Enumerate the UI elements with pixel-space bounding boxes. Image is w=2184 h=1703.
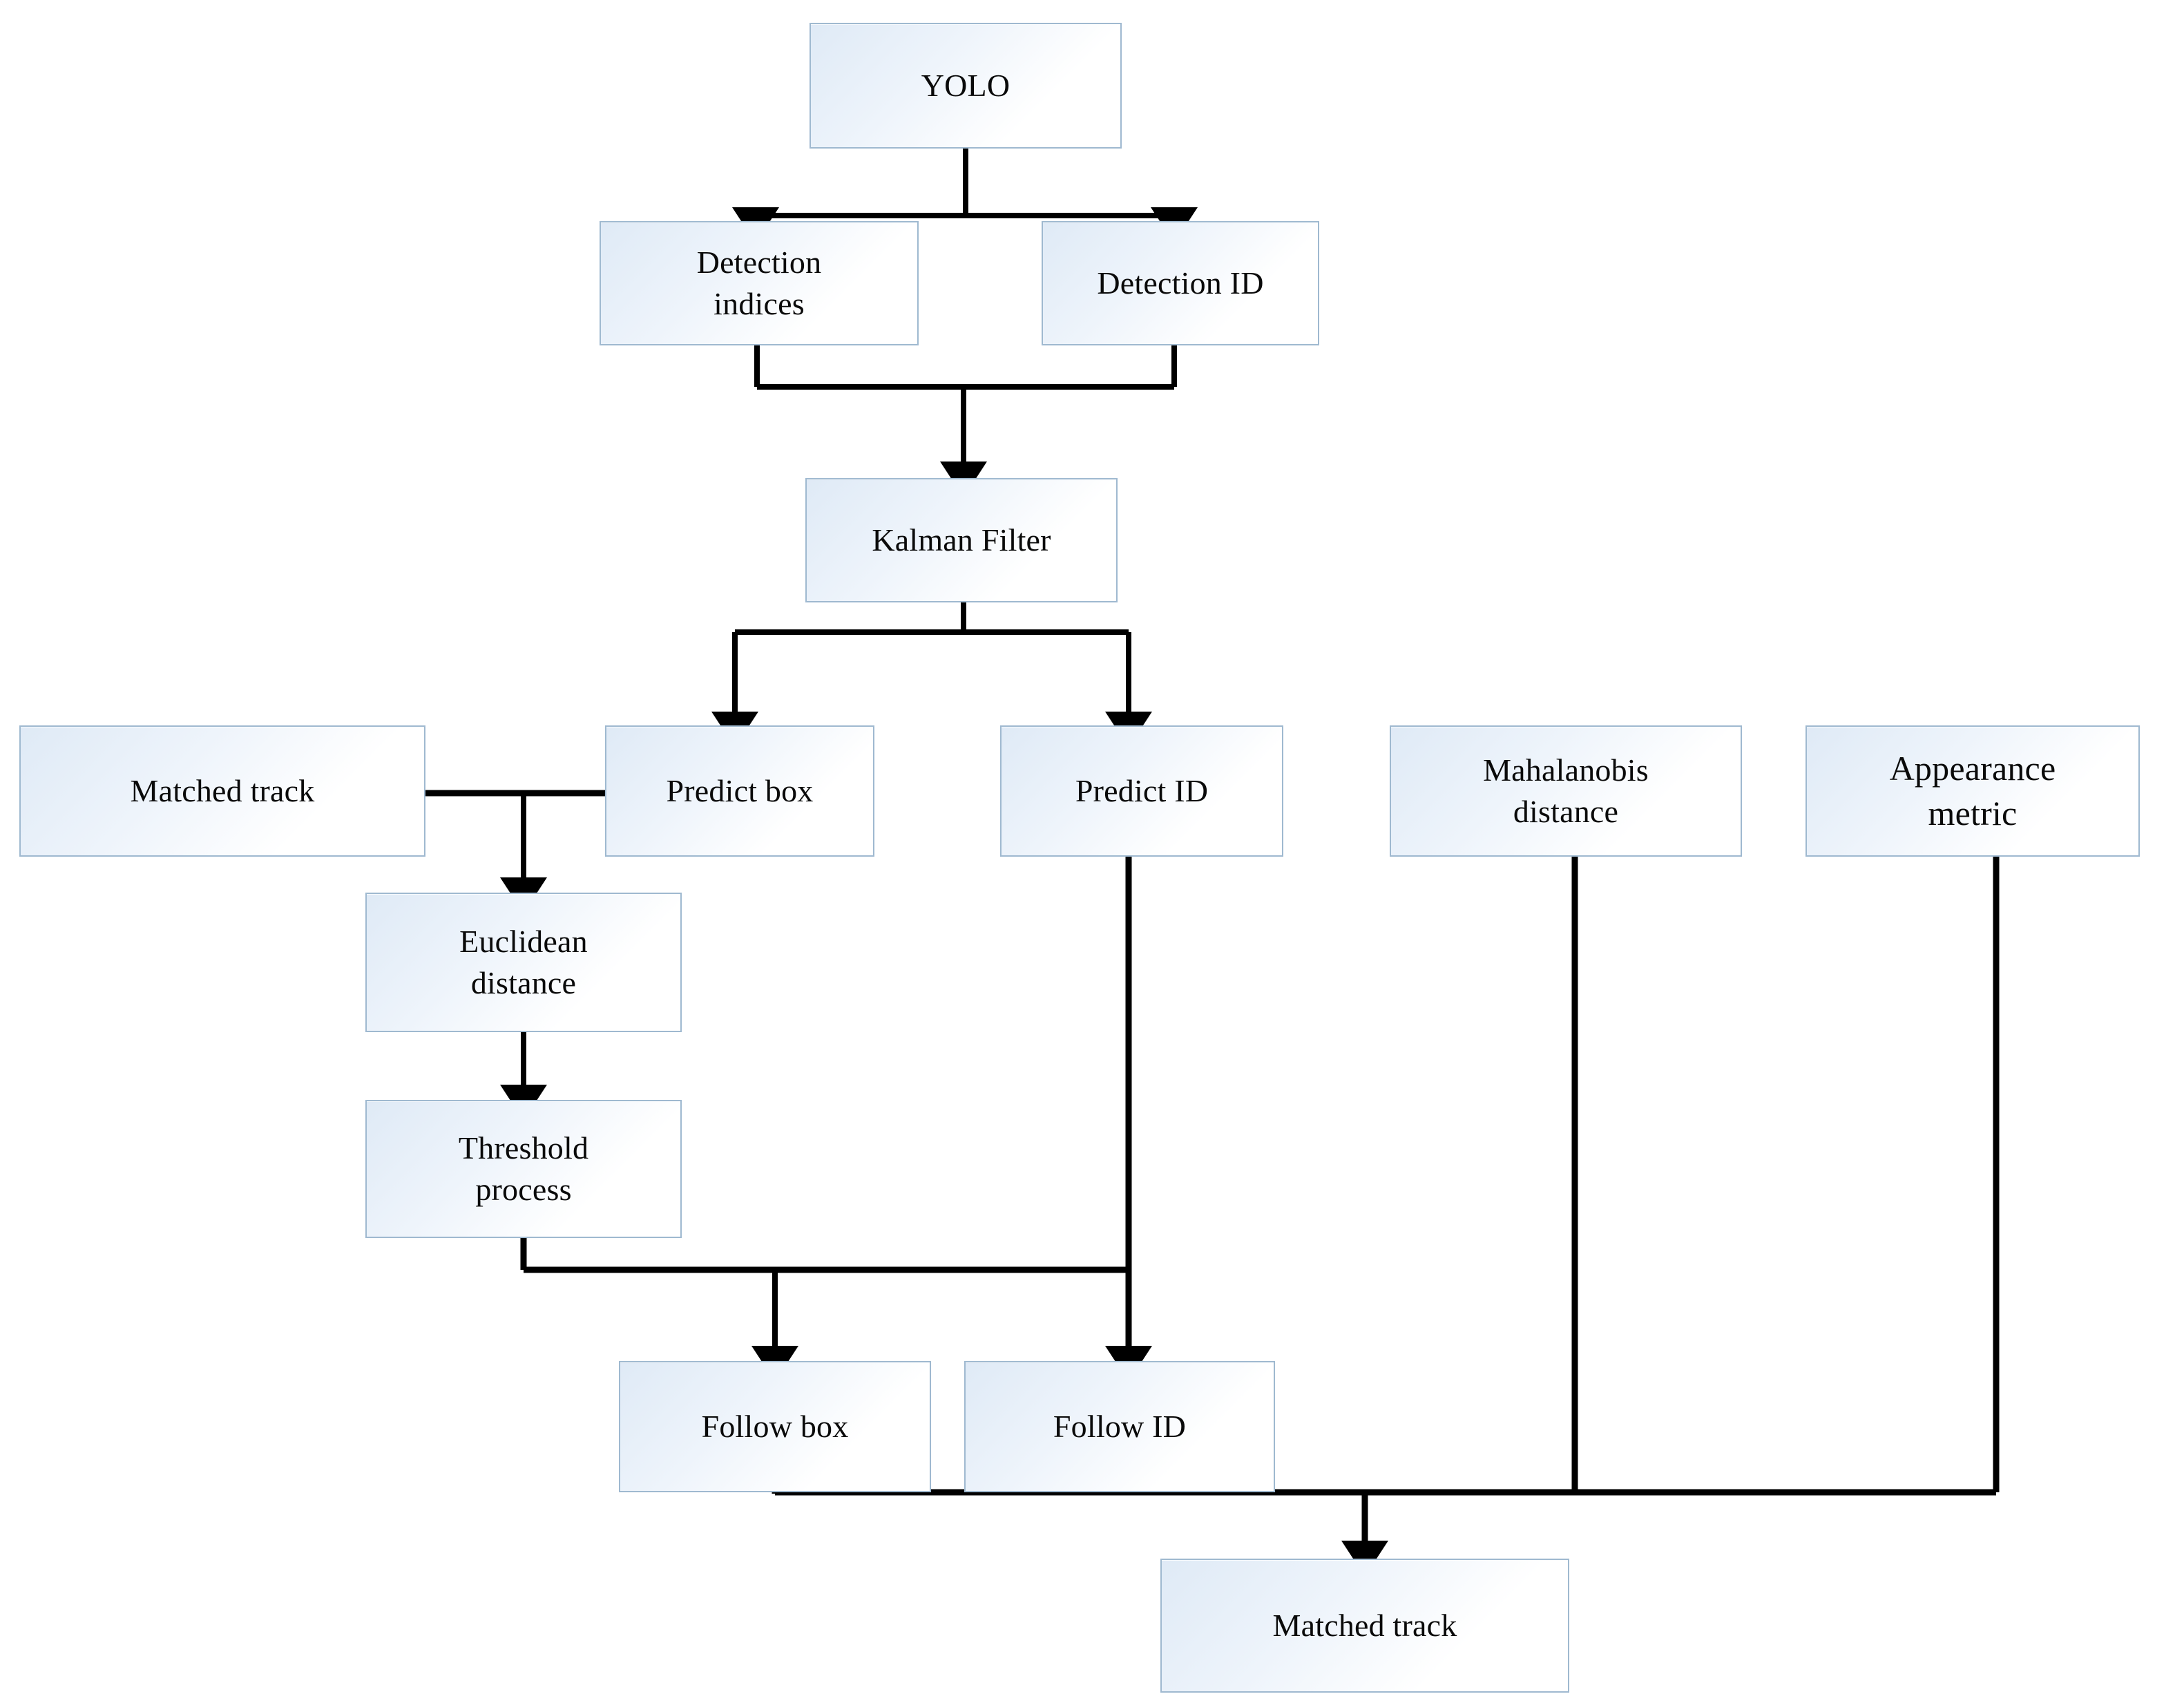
node-detection-indices-label: Detection indices [696, 245, 822, 321]
node-appearance-metric[interactable]: Appearance metric [1805, 725, 2140, 857]
node-detection-id[interactable]: Detection ID [1042, 221, 1319, 345]
node-euclidean-distance-label: Euclidean distance [459, 924, 588, 1000]
node-mahalanobis-distance-label: Mahalanobis distance [1483, 752, 1649, 829]
node-matched-track-output[interactable]: Matched track [1160, 1559, 1569, 1693]
node-kalman-filter-label: Kalman Filter [872, 522, 1051, 558]
node-follow-id[interactable]: Follow ID [964, 1361, 1275, 1492]
node-kalman-filter[interactable]: Kalman Filter [805, 478, 1118, 602]
node-yolo-label: YOLO [921, 68, 1010, 104]
node-euclidean-distance[interactable]: Euclidean distance [365, 893, 682, 1032]
node-predict-box-label: Predict box [666, 773, 814, 809]
node-follow-box[interactable]: Follow box [619, 1361, 931, 1492]
node-yolo[interactable]: YOLO [810, 23, 1122, 149]
node-detection-id-label: Detection ID [1097, 265, 1264, 301]
node-predict-id-label: Predict ID [1075, 773, 1209, 809]
node-matched-track-output-label: Matched track [1272, 1608, 1457, 1644]
node-matched-track-input-label: Matched track [130, 773, 315, 809]
node-appearance-metric-label: Appearance metric [1889, 749, 2056, 833]
node-follow-box-label: Follow box [701, 1409, 849, 1445]
node-follow-id-label: Follow ID [1053, 1409, 1187, 1445]
node-matched-track-input[interactable]: Matched track [19, 725, 425, 857]
node-threshold-process-label: Threshold process [458, 1130, 589, 1207]
node-mahalanobis-distance[interactable]: Mahalanobis distance [1390, 725, 1742, 857]
node-predict-box[interactable]: Predict box [605, 725, 874, 857]
node-predict-id[interactable]: Predict ID [1000, 725, 1283, 857]
node-detection-indices[interactable]: Detection indices [600, 221, 919, 345]
node-threshold-process[interactable]: Threshold process [365, 1100, 682, 1238]
